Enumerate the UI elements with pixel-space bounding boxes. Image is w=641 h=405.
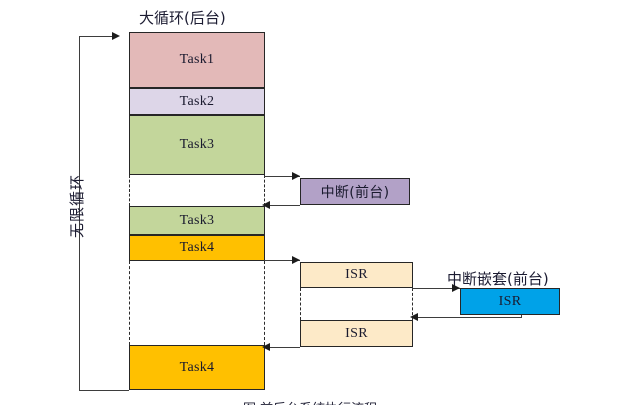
- task-block-task3-first[interactable]: Task3: [129, 115, 265, 175]
- gap-dashed-right-1: [264, 175, 265, 206]
- interrupt-entry-line: [264, 176, 300, 177]
- gap-dashed-right-2: [264, 261, 265, 345]
- interrupt-block: 中断(前台): [300, 178, 410, 205]
- interrupt-return-line: [264, 205, 300, 206]
- nested-isr-block[interactable]: ISR: [460, 288, 560, 315]
- task-block-task1[interactable]: Task1: [129, 32, 265, 88]
- loop-top-line: [79, 36, 115, 37]
- loop-bottom-line: [79, 390, 129, 391]
- task-block-task4-second[interactable]: Task4: [129, 345, 265, 390]
- loop-arrow-head-icon: [112, 31, 120, 40]
- nested-return-drop: [521, 315, 522, 318]
- loop-left-line: [79, 36, 80, 390]
- isr-entry-line: [264, 260, 300, 261]
- nested-return-line: [412, 317, 522, 318]
- gap-dashed-left-2: [129, 261, 130, 345]
- isr-block-second[interactable]: ISR: [300, 320, 413, 347]
- interrupt-return-arrow-icon: [262, 200, 270, 209]
- figure-caption: 图 前后台系统执行流程: [243, 398, 377, 405]
- task-block-task3-second[interactable]: Task3: [129, 206, 265, 235]
- interrupt-entry-arrow-icon: [292, 171, 300, 180]
- infinite-loop-label: 无限循环: [68, 173, 86, 238]
- task-block-task4-first[interactable]: Task4: [129, 235, 265, 261]
- isr-entry-arrow-icon: [292, 255, 300, 264]
- interrupt-block-label: 中断(前台): [320, 184, 390, 201]
- nested-entry-line: [412, 288, 460, 289]
- main-loop-title: 大循环(后台): [139, 9, 226, 27]
- isr-block-first[interactable]: ISR: [300, 262, 413, 288]
- nested-entry-arrow-icon: [452, 283, 460, 292]
- isr-return-arrow-icon: [262, 342, 270, 351]
- task-block-task2[interactable]: Task2: [129, 88, 265, 115]
- isr-gap-dashed-left: [300, 288, 301, 320]
- isr-gap-dashed-right: [412, 288, 413, 320]
- isr-return-line: [264, 347, 300, 348]
- nested-interrupt-title: 中断嵌套(前台): [447, 270, 549, 288]
- nested-return-arrow-icon: [410, 312, 418, 321]
- gap-dashed-left-1: [129, 175, 130, 206]
